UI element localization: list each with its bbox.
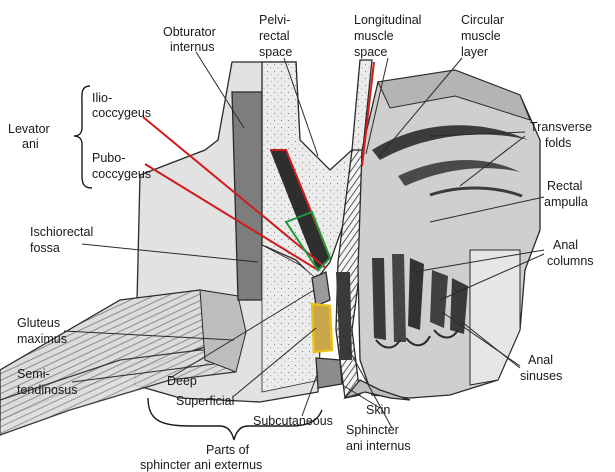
svg-text:Levator: Levator [8,122,50,136]
sphincter-externus-subcutaneous [316,358,342,388]
label-anal-columns: Anal columns [547,238,594,268]
svg-text:sphincter ani externus: sphincter ani externus [140,458,262,472]
label-longitudinal-muscle-space: Longitudinal muscle space [354,13,421,59]
label-pubococcygeus: Pubo- coccygeus [92,151,151,181]
svg-text:Transverse: Transverse [530,120,592,134]
svg-text:maximus: maximus [17,332,67,346]
svg-text:Circular: Circular [461,13,504,27]
svg-text:muscle: muscle [354,29,394,43]
label-skin: Skin [366,403,390,417]
label-subcutaneous: Subcutaneous [253,414,333,428]
svg-text:coccygeus: coccygeus [92,167,151,181]
svg-text:Pelvi-: Pelvi- [259,13,290,27]
label-levator-ani: Levator ani [8,122,50,151]
svg-text:Ilio-: Ilio- [92,91,112,105]
label-obturator-internus: Obturator internus [163,25,216,54]
svg-text:folds: folds [545,136,571,150]
rectal-lumen [470,250,520,385]
svg-text:Pubo-: Pubo- [92,151,125,165]
svg-text:rectal: rectal [259,29,290,43]
svg-text:ani: ani [22,137,39,151]
svg-text:coccygeus: coccygeus [92,106,151,120]
semitendinosus-muscle [200,290,246,372]
label-circular-muscle-layer: Circular muscle layer [461,13,504,59]
svg-text:internus: internus [170,40,214,54]
svg-text:Obturator: Obturator [163,25,216,39]
svg-text:Parts of: Parts of [206,443,250,457]
levator-ani-bracket [74,86,92,188]
svg-text:Anal: Anal [553,238,578,252]
svg-text:columns: columns [547,254,594,268]
svg-text:Rectal: Rectal [547,179,582,193]
label-ischiorectal-fossa: Ischiorectal fossa [30,225,93,255]
svg-text:ampulla: ampulla [544,195,588,209]
label-rectal-ampulla: Rectal ampulla [544,179,588,209]
svg-text:space: space [259,45,292,59]
label-pelvirectal-space: Pelvi- rectal space [259,13,292,59]
label-deep: Deep [167,374,197,388]
svg-text:muscle: muscle [461,29,501,43]
sphincter-externus-superficial [312,304,332,352]
svg-text:Anal: Anal [528,353,553,367]
svg-text:Semi-: Semi- [17,367,50,381]
svg-text:ani internus: ani internus [346,439,411,453]
label-iliococcygeus: Ilio- coccygeus [92,91,151,120]
svg-text:tendinosus: tendinosus [17,383,77,397]
rectum [358,70,540,398]
label-sphincter-ani-internus: Sphincter ani internus [346,423,411,453]
label-gluteus-maximus: Gluteus maximus [17,316,67,346]
label-parts-of-sphincter-ani-externus: Parts of sphincter ani externus [140,443,262,472]
sphincter-externus-deep [312,272,330,306]
svg-text:layer: layer [461,45,488,59]
svg-text:fossa: fossa [30,241,60,255]
obturator-internus-muscle [232,92,262,300]
svg-text:space: space [354,45,387,59]
label-anal-sinuses: Anal sinuses [520,353,562,383]
svg-text:Longitudinal: Longitudinal [354,13,421,27]
svg-text:Ischiorectal: Ischiorectal [30,225,93,239]
label-superficial: Superficial [176,394,234,408]
svg-text:Sphincter: Sphincter [346,423,399,437]
svg-text:Gluteus: Gluteus [17,316,60,330]
svg-text:sinuses: sinuses [520,369,562,383]
